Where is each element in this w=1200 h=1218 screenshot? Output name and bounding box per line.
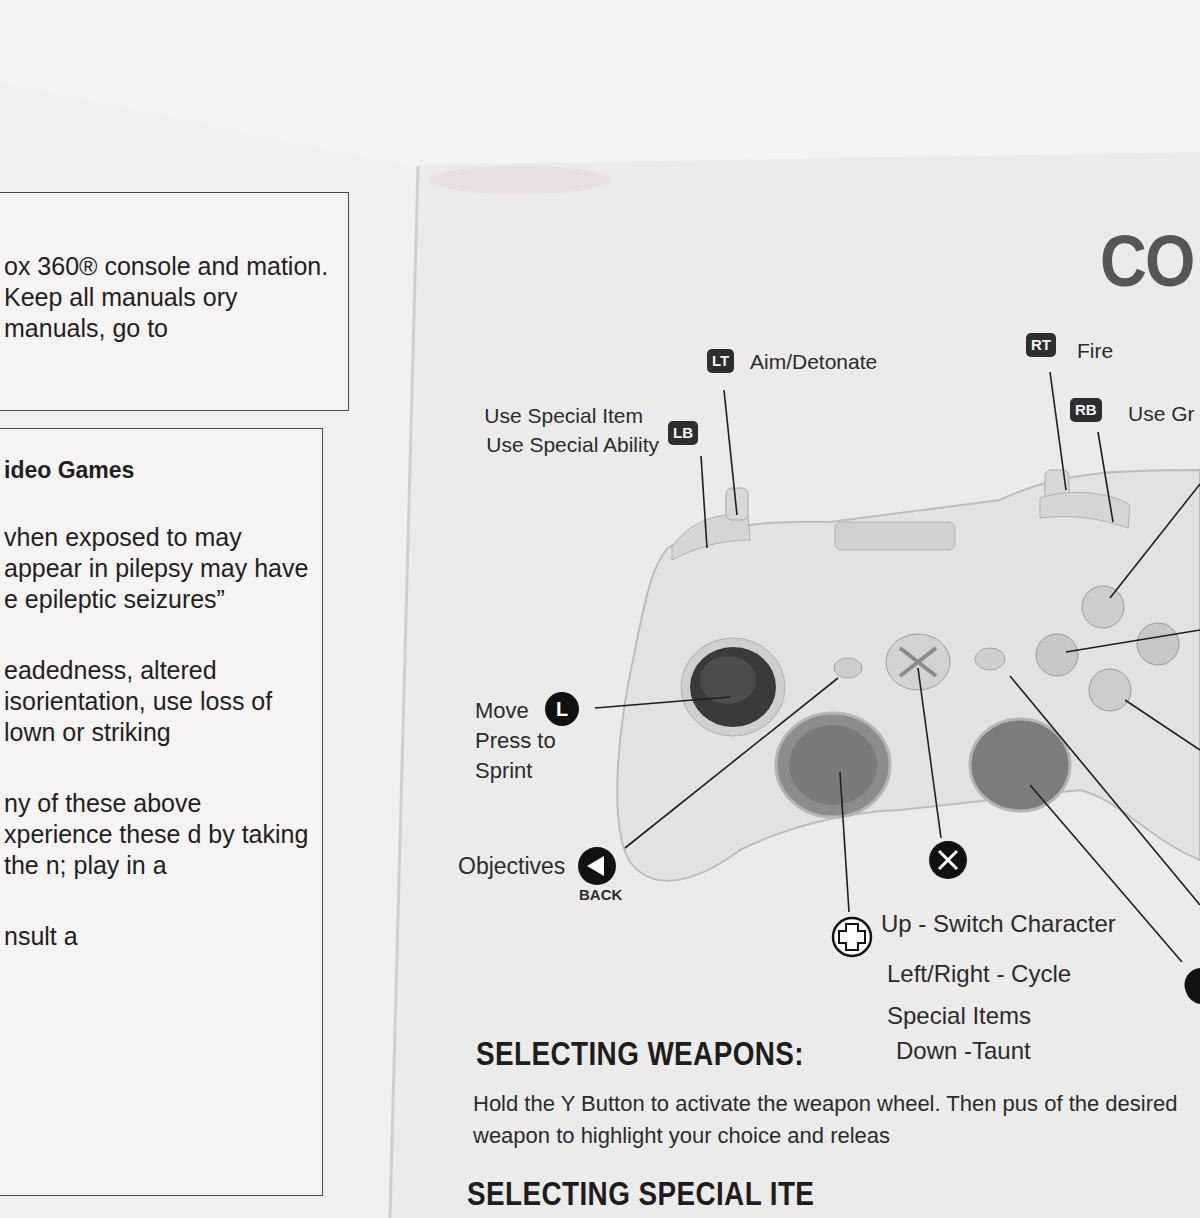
section-subheading: SELECTING WEAPONS: [476, 1034, 804, 1073]
control-action: Aim/Detonate [750, 350, 877, 374]
section-heading: CO [1100, 222, 1194, 300]
control-action: Down -Taunt [896, 1037, 1031, 1065]
box-body-text: ny of these above xperience these d by t… [4, 788, 312, 881]
control-action: Left/Right - Cycle Special Items [887, 953, 1097, 1037]
button-name: BACK [579, 886, 622, 903]
box-heading: ideo Games [4, 455, 312, 486]
button-badge: RB [1070, 398, 1102, 422]
button-badge: LB [668, 421, 698, 445]
section-subheading: SELECTING SPECIAL ITE [467, 1174, 814, 1213]
text-box: ox 360® console and mation. Keep all man… [0, 192, 349, 411]
control-action: Use Special Ability [486, 433, 659, 457]
text-box: ideo Games vhen exposed to may appear in … [0, 428, 323, 1196]
body-text: Hold the Y Button to activate the weapon… [473, 1088, 1195, 1152]
leader-lines [595, 372, 1200, 962]
xbox-controller [617, 470, 1200, 881]
control-action: Move Press to Sprint [475, 696, 571, 786]
box-body-text: nsult a [4, 921, 312, 952]
control-action: Use Gr [1128, 402, 1195, 426]
box-body-text: eadedness, altered isorientation, use lo… [4, 655, 312, 748]
control-action: Up - Switch Character [881, 910, 1116, 938]
control-action: Use Special Item [484, 404, 643, 428]
button-badge: RT [1026, 333, 1056, 357]
control-action: Objectives [458, 853, 565, 880]
button-badge: LT [707, 349, 734, 373]
right-page [388, 152, 1200, 1218]
control-action: Fire [1077, 339, 1113, 363]
box-body-text: vhen exposed to may appear in pilepsy ma… [4, 522, 312, 615]
stick-badge: L [545, 692, 579, 726]
box-body-text: ox 360® console and mation. Keep all man… [4, 251, 338, 344]
